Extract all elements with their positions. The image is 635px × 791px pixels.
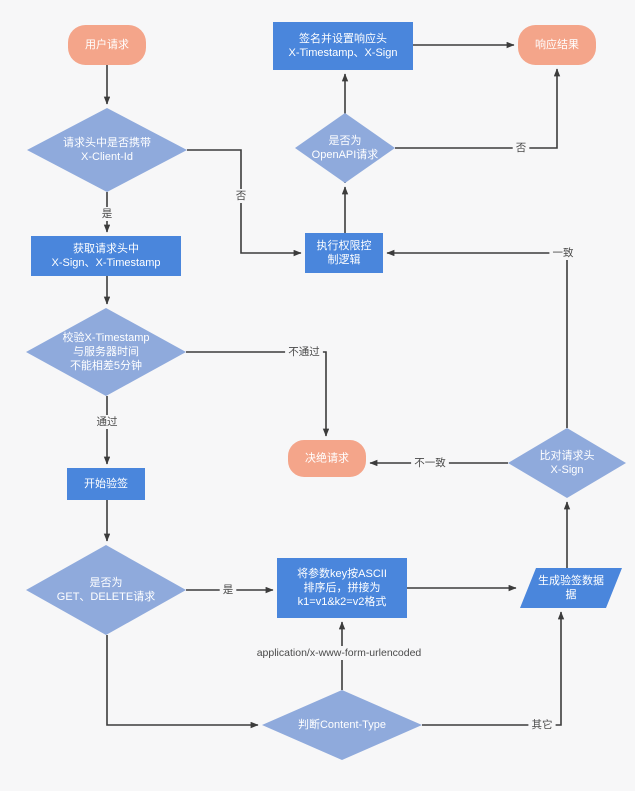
- edge-has-client-id-no-label-group: 否: [232, 189, 250, 203]
- edge-compare-mismatch-label-group: 不一致: [411, 456, 449, 470]
- edge-check-timestamp-fail: [186, 351, 330, 437]
- edge-is-get-delete-yes-label: 是: [223, 584, 234, 596]
- data-generate-sign-data-shape: [520, 568, 622, 608]
- edge-is-get-delete-yes-label-group: 是: [219, 583, 237, 597]
- edge-compare-mismatch-label-bg: [411, 456, 449, 470]
- edge-has-client-id-yes-label-group: 是: [98, 207, 116, 221]
- edge-has-client-id-no-label: 否: [236, 190, 247, 202]
- edge-content-type-urlencoded-label: application/x-www-form-urlencoded: [257, 647, 422, 659]
- terminal-response-result[interactable]: 响应结果: [518, 25, 596, 65]
- process-execute-permission-logic-shape: [305, 233, 383, 273]
- edge-labels-layer: 是否不通过通过是application/x-www-form-urlencode…: [93, 141, 577, 732]
- edge-check-timestamp-fail-label: 不通过: [288, 345, 320, 358]
- edge-content-type-other-label-group: 其它: [528, 718, 556, 732]
- edge-content-type-other: [422, 611, 565, 726]
- decision-compare-x-sign-shape: [508, 428, 626, 498]
- edge-compare-match-label-bg: [549, 246, 577, 260]
- decision-is-openapi-request-shape: [295, 113, 395, 183]
- edge-check-timestamp-pass-label-group: 通过: [93, 415, 121, 429]
- edge-check-timestamp-fail-label-bg: [285, 345, 323, 359]
- edge-check-timestamp-pass-label-bg: [93, 415, 121, 429]
- edge-content-type-other-label-bg: [528, 718, 556, 732]
- edge-check-timestamp-fail-label-group: 不通过: [285, 345, 323, 359]
- edge-has-client-id-yes-label-bg: [98, 207, 116, 221]
- data-generate-sign-data[interactable]: 生成验签数据据: [520, 568, 622, 608]
- edge-is-get-delete-yes-label-bg: [219, 583, 237, 597]
- edge-check-timestamp-pass-label: 通过: [97, 415, 118, 428]
- edge-compare-match-label-group: 一致: [549, 246, 577, 260]
- process-sort-params-ascii-shape: [277, 558, 407, 618]
- decision-check-timestamp-shape: [26, 308, 186, 396]
- terminal-reject-request[interactable]: 决绝请求: [288, 440, 366, 477]
- edge-openapi-no-label-group: 否: [512, 141, 530, 155]
- edge-is-get-delete-no: [106, 635, 259, 729]
- edge-content-type-other-label: 其它: [532, 718, 553, 731]
- decision-has-client-id-shape: [27, 108, 187, 192]
- edge-compare-match: [386, 249, 568, 428]
- process-get-request-headers-shape: [31, 236, 181, 276]
- process-start-verify-sign[interactable]: 开始验签: [67, 468, 145, 500]
- decision-is-get-or-delete-shape: [26, 545, 186, 635]
- edge-openapi-no: [395, 68, 561, 149]
- user-request-start[interactable]: 用户请求: [68, 25, 146, 65]
- edge-openapi-no-label-bg: [512, 141, 530, 155]
- edge-has-client-id-yes-label: 是: [102, 208, 113, 220]
- edge-content-type-urlencoded-label-bg: [237, 646, 441, 660]
- process-execute-permission-logic[interactable]: 执行权限控制逻辑: [305, 233, 383, 273]
- process-start-verify-sign-shape: [67, 468, 145, 500]
- edge-content-type-urlencoded-label-group: application/x-www-form-urlencoded: [237, 646, 441, 660]
- user-request-start-shape: [68, 25, 146, 65]
- decision-judge-content-type[interactable]: 判断Content-Type: [262, 690, 422, 760]
- decision-judge-content-type-shape: [262, 690, 422, 760]
- process-sign-and-set-response-headers-shape: [273, 22, 413, 70]
- edge-compare-mismatch-label: 不一致: [414, 456, 446, 469]
- edge-has-client-id-no-label-bg: [232, 189, 250, 203]
- terminal-response-result-shape: [518, 25, 596, 65]
- terminal-reject-request-shape: [288, 440, 366, 477]
- edge-compare-match-label: 一致: [553, 246, 574, 259]
- edge-openapi-no-label: 否: [516, 142, 527, 154]
